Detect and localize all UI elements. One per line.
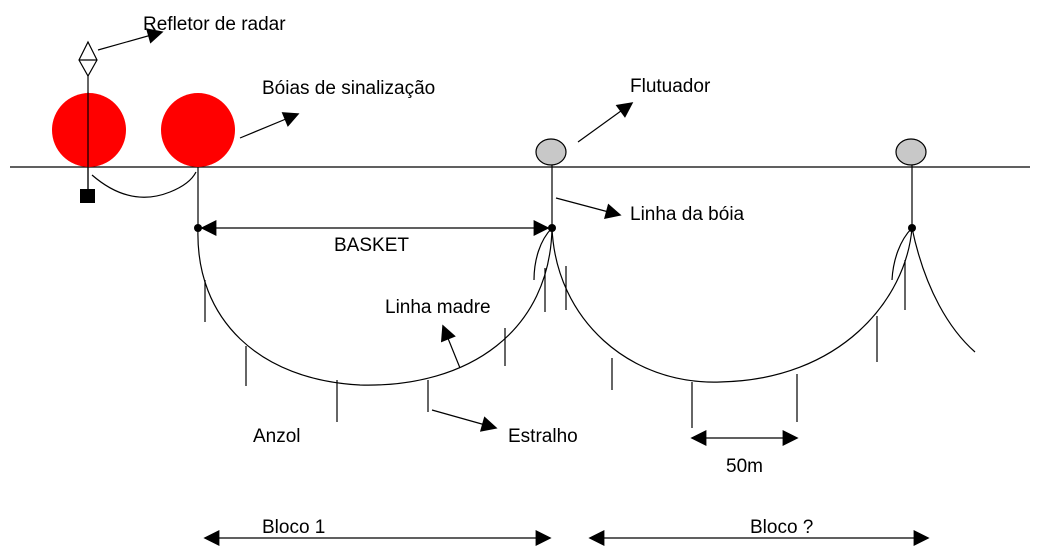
main-line-pointer-arrow [440,324,461,369]
junction-dot-3 [908,224,916,232]
main-line-float-bend-2 [891,227,913,281]
branch-line-pointer-arrow [431,409,498,432]
buoy-line-pointer-arrow [555,197,622,220]
float-pointer-arrow [577,102,634,143]
main-line-basket-2 [551,227,913,383]
signal-buoy-left [52,93,126,167]
signal-buoy-right [161,93,235,167]
signal-buoys-pointer-arrow [239,112,300,139]
float-2 [895,138,927,166]
label-basket: BASKET [334,235,409,256]
label-radar-reflector: Refletor de radar [143,14,286,35]
label-signal-buoys: Bóias de sinalização [262,78,435,99]
float-1 [535,138,567,166]
label-float: Flutuador [630,76,711,97]
main-line-basket-1 [197,227,553,386]
junction-dot-2 [548,224,556,232]
buoy-connecting-rope [91,171,197,198]
radar-reflector-pointer-arrow [97,28,164,51]
label-buoy-line: Linha da bóia [630,204,745,225]
anchor-weight-icon [80,189,95,203]
label-block-2: Bloco ? [750,517,813,538]
label-main-line: Linha madre [385,297,491,318]
label-block-1: Bloco 1 [262,517,325,538]
label-spacing: 50m [726,456,763,477]
main-line-continuation [911,227,976,353]
radar-reflector-icon [78,40,98,78]
label-hook: Anzol [253,426,301,447]
label-branch-line: Estralho [508,426,578,447]
junction-dot-1 [194,224,202,232]
